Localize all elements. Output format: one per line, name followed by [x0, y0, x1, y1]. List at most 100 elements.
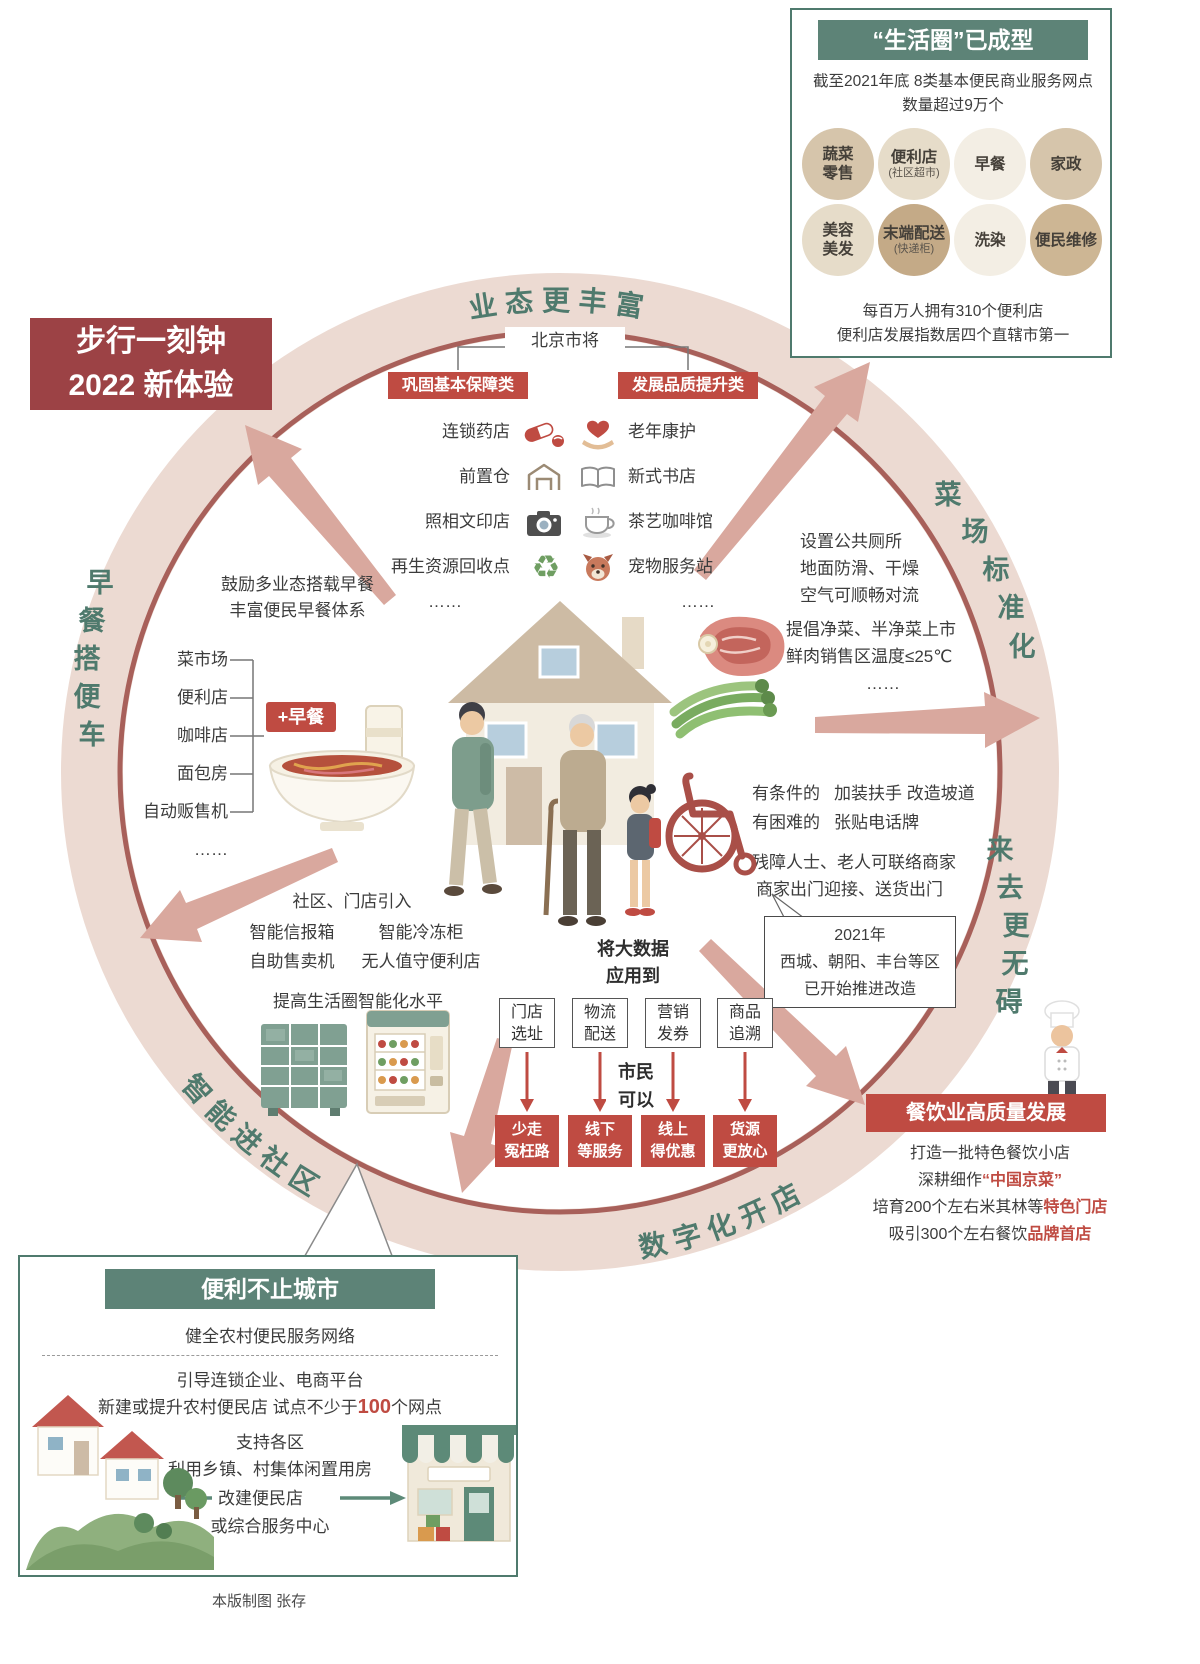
bigdata-lead-line2: 应用到: [606, 966, 660, 986]
breakfast-carrier-list: 菜市场 便利店 咖啡店 面包房 自动贩售机 ……: [118, 641, 228, 869]
bigdata-mid: 市民 可以: [606, 1058, 666, 1114]
smart-item-mailbox: 智能信报箱: [249, 923, 335, 942]
house-family-illustration: [410, 585, 710, 935]
item-pharmacy: 连锁药店: [442, 422, 510, 441]
warehouse-icon: [522, 459, 566, 497]
life-circle-intro2: 数量超过9万个: [902, 97, 1004, 114]
service-circle-delivery: 末端配送 (快递柜): [878, 204, 950, 276]
breakfast-intro-line1: 鼓励多业态搭载早餐: [221, 575, 374, 594]
rural-line7: 或综合服务中心: [210, 1517, 330, 1536]
beijing-lead: 北京市将: [505, 327, 625, 354]
catering-line1: 打造一批特色餐饮小店: [909, 1145, 1070, 1162]
accessible-line2-label: 有困难的: [752, 813, 820, 832]
rural-line5: 利用乡镇、村集体闲置用房: [168, 1460, 372, 1479]
highlight-feature-stores: 特色门店: [1043, 1199, 1108, 1216]
elderly-man: [543, 714, 606, 926]
service-circle-vegetable: 蔬菜 零售: [802, 128, 874, 200]
rural-line1: 健全农村便民服务网络: [185, 1327, 355, 1346]
store-illustration: [400, 1415, 518, 1558]
catering-line2: 深耕细作“中国京菜”: [917, 1172, 1063, 1189]
benefit-less-detour: 少走冤枉路: [495, 1115, 559, 1167]
service-circle-laundry: 洗染: [954, 204, 1026, 276]
app-product-tracing: 商品追溯: [717, 998, 773, 1048]
item-new-bookstore: 新式书店: [628, 467, 696, 486]
arrow-right: [815, 692, 1040, 748]
wheelchair-icon: [652, 766, 767, 881]
pills-icon: [522, 414, 566, 452]
app-marketing-coupons: 营销发券: [645, 998, 701, 1048]
accessible-line4: 商家出门迎接、送货出门: [756, 880, 943, 899]
market-rule: 鲜肉销售区温度≤25℃: [786, 647, 953, 666]
life-circle-intro1: 截至2021年底 8类基本便民商业服务网点: [813, 73, 1093, 90]
catering-line3: 培育200个左右米其林等特色门店: [872, 1199, 1108, 1216]
title-banner: 步行一刻钟 2022 新体验: [30, 318, 272, 410]
title-line1: 步行一刻钟: [76, 325, 226, 358]
breakfast-intro-line2: 丰富便民早餐体系: [229, 601, 366, 620]
list-item-vending: 自动贩售机: [143, 802, 228, 821]
dog-icon: [576, 549, 620, 587]
coffee-icon: [576, 504, 620, 542]
service-circle-repair: 便民维修: [1030, 204, 1102, 276]
accessible-line1-label: 有条件的: [752, 784, 820, 803]
market-rule: 地面防滑、干燥: [800, 559, 919, 578]
market-rules-group1: 设置公共厕所 地面防滑、干燥 空气可顺畅对流: [800, 528, 985, 609]
item-recycle-point: 再生资源回收点: [391, 557, 510, 576]
list-item-bakery: 面包房: [177, 764, 228, 783]
life-circle-ring: [61, 273, 1059, 1271]
accessible-line1: 有条件的加装扶手 改造坡道: [752, 780, 1012, 807]
rural-line2: 引导连锁企业、电商平台: [176, 1371, 364, 1390]
market-rules-group2: 提倡净菜、半净菜上市 鲜肉销售区温度≤25℃ ……: [786, 616, 1016, 697]
app-logistics: 物流配送: [572, 998, 628, 1048]
item-elder-care: 老年康护: [628, 422, 696, 441]
service-circle-convenience: 便利店 (社区超市): [878, 128, 950, 200]
bigdata-lead-line1: 将大数据: [597, 939, 669, 959]
life-circle-foot1: 每百万人拥有310个便利店: [862, 303, 1044, 320]
category-quality-upgrade: 发展品质提升类: [618, 372, 758, 399]
camera-icon: [522, 504, 566, 542]
house: [448, 601, 672, 845]
list-item-dots: ……: [194, 840, 228, 859]
service-circle-beauty: 美容 美发: [802, 204, 874, 276]
smart-item-vending: 自助售卖机: [249, 952, 335, 971]
chef-illustration: [1026, 998, 1098, 1101]
life-circle-panel: “生活圈”已成型 截至2021年底 8类基本便民商业服务网点 数量超过9万个 蔬…: [790, 8, 1112, 358]
renovation-year: 2021年: [834, 927, 886, 944]
rural-panel-header: 便利不止城市: [105, 1269, 435, 1309]
highlight-jing-cuisine: “中国京菜”: [982, 1172, 1063, 1189]
rural-line3: 新建或提升农村便民店 试点不少于100个网点: [97, 1396, 443, 1418]
catering-line4: 吸引300个左右餐饮品牌首店: [888, 1226, 1092, 1243]
benefit-online-discount: 线上得优惠: [641, 1115, 705, 1167]
plus-breakfast-badge: +早餐: [266, 702, 336, 732]
book-icon: [576, 459, 620, 497]
arrow-bottom-right: [699, 939, 865, 1105]
item-front-warehouse: 前置仓: [459, 467, 510, 486]
recycle-icon: ♻: [531, 549, 561, 585]
rural-line6: 改建便民店: [218, 1489, 303, 1508]
item-pet-service: 宠物服务站: [628, 557, 713, 576]
smart-item-unmanned-store: 无人值守便利店: [361, 952, 481, 971]
breakfast-bowl-illustration: [254, 700, 434, 860]
divider: [42, 1355, 498, 1356]
highlight-flagship-stores: 品牌首店: [1027, 1226, 1092, 1243]
renovation-districts: 西城、朝阳、丰台等区: [779, 954, 940, 971]
bigdata-mid-line2: 可以: [618, 1090, 654, 1110]
list-item-coffee: 咖啡店: [177, 726, 228, 745]
category-basic-guarantee: 巩固基本保障类: [388, 372, 528, 399]
highlight-100: 100: [357, 1396, 392, 1418]
right-column-dots: ……: [681, 592, 715, 611]
smart-item-freezer: 智能冷冻柜: [378, 923, 464, 942]
market-rule-dots: ……: [866, 674, 900, 693]
market-rule: 提倡净菜、半净菜上市: [786, 620, 956, 639]
catering-lines: 打造一批特色餐饮小店 深耕细作“中国京菜” 培育200个左右米其林等特色门店 吸…: [858, 1140, 1122, 1248]
arrow-top-right: [694, 362, 870, 580]
left-column-dots: ……: [428, 592, 462, 611]
renovation-box: 2021年 西城、朝阳、丰台等区 已开始推进改造: [764, 916, 956, 1008]
girl-with-backpack: [625, 784, 661, 916]
vending-machine-illustration: [364, 1008, 452, 1125]
village-illustration: [26, 1375, 214, 1575]
bigdata-flow-arrows: [520, 1052, 752, 1112]
accessible-line3: 残障人士、老人可联络商家: [752, 853, 956, 872]
walking-man: [444, 702, 502, 896]
list-item-market: 菜市场: [177, 650, 228, 669]
